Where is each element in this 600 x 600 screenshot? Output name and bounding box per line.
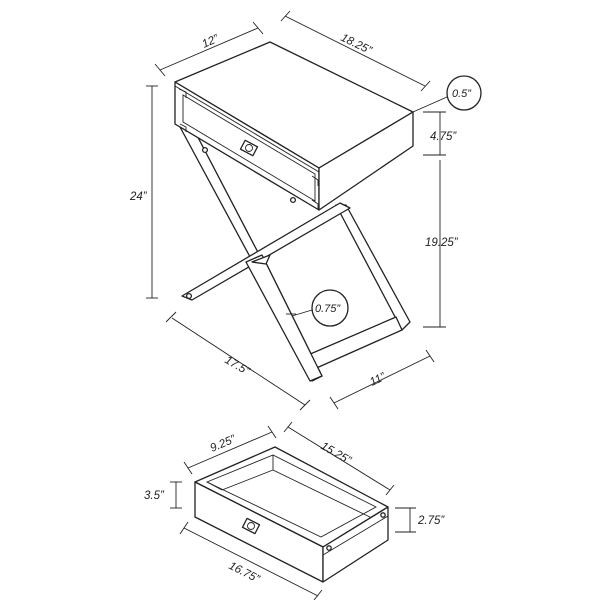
base-depth-label: 11”	[368, 370, 388, 388]
drawer-drawing	[194, 446, 389, 583]
leg-width-label: 0.75”	[315, 303, 341, 315]
drawer-width-label: 15.25”	[319, 440, 354, 467]
drawer-depth-label: 9.25”	[208, 433, 238, 455]
leg-height-label: 19.25”	[425, 237, 459, 249]
table-width-label: 18.25”	[339, 32, 375, 58]
base-width-label: 17.5”	[223, 354, 253, 378]
drawer-height-label: 4.75”	[430, 131, 457, 143]
drawer-inner-height-label: 2.75”	[417, 515, 445, 527]
drawer-height-label: 3.5”	[144, 490, 165, 502]
top-thickness-label: 0.5”	[452, 88, 472, 100]
table-depth-label: 12”	[200, 33, 221, 51]
drawer-front-width-label: 16.75”	[227, 560, 263, 586]
table-height-label: 24”	[129, 191, 148, 203]
table-drawing	[174, 41, 414, 382]
